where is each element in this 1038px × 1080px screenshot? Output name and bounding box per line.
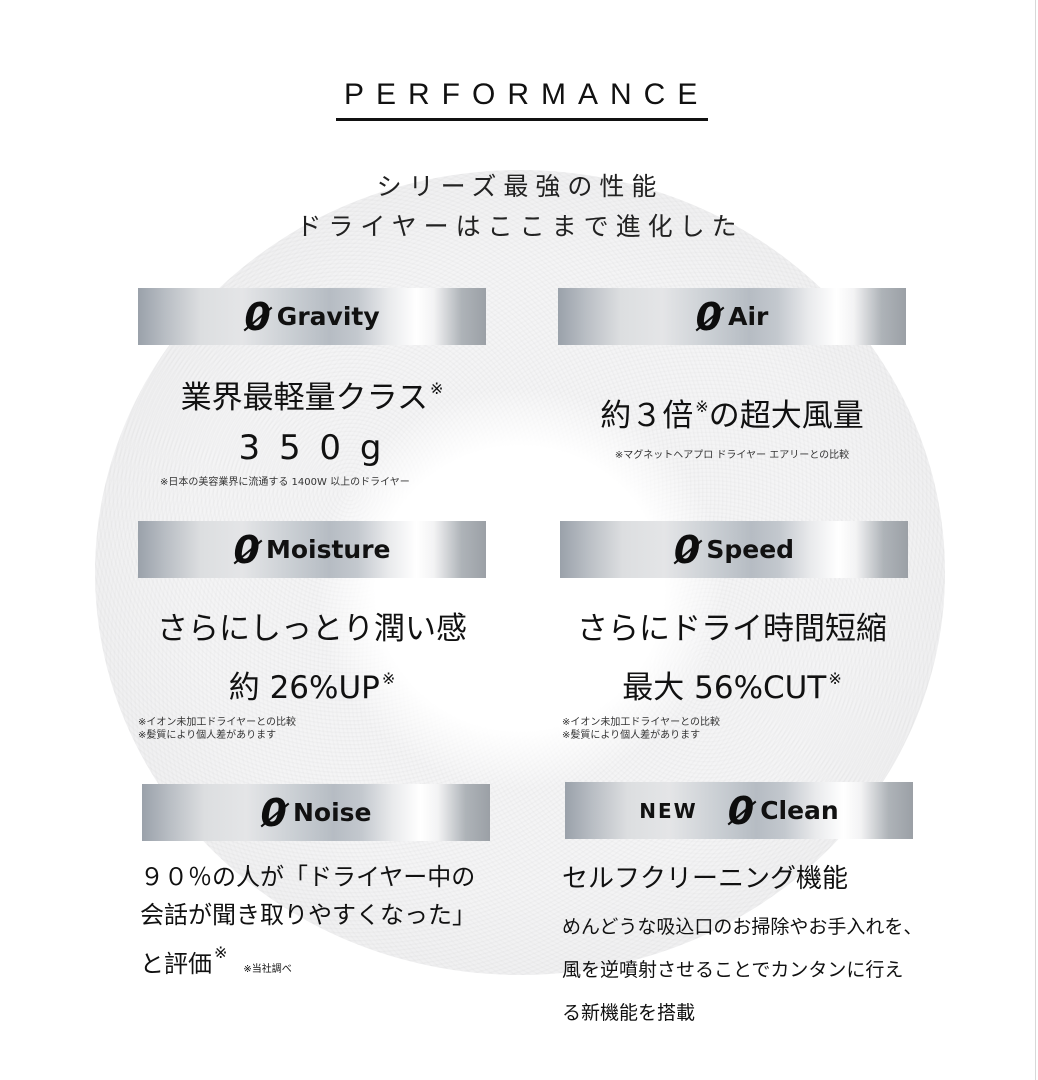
subtitle-line-2: ドライヤーはここまで進化した <box>296 212 744 241</box>
feature-label: Air <box>728 302 769 331</box>
zero-slash-icon: 0 <box>673 527 701 572</box>
clean-desc-line-3: る新機能を搭載 <box>562 1002 696 1024</box>
air-note: ※マグネットヘアプロ ドライヤー エアリーとの比較 <box>614 450 850 461</box>
air-headline-pre: 約３倍 <box>600 398 694 434</box>
moisture-notes: ※イオン未加工ドライヤーとの比較 ※髪質により個人差があります <box>138 716 296 742</box>
air-headline: 約３倍※の超大風量 <box>540 382 924 441</box>
zero-slash-icon: 0 <box>695 294 723 339</box>
gravity-banner: 0 Gravity <box>138 288 486 345</box>
clean-headline: セルフクリーニング機能 <box>562 864 849 894</box>
feature-label: Speed <box>706 535 795 564</box>
footnote-mark: ※ <box>214 943 228 962</box>
speed-banner: 0 Speed <box>560 521 908 578</box>
clean-banner: NEW 0 Clean <box>565 782 913 839</box>
clean-desc-line-2: 風を逆噴射させることでカンタンに行え <box>562 959 904 981</box>
subtitle-line-1: シリーズ最強の性能 <box>376 172 664 201</box>
footnote-mark: ※ <box>381 669 396 688</box>
moisture-headline-line-1: さらにしっとり潤い感 <box>157 611 467 647</box>
zero-slash-icon: 0 <box>260 790 287 835</box>
speed-note-2: ※髪質により個人差があります <box>562 730 701 741</box>
right-edge-divider <box>1035 0 1036 1080</box>
air-banner: 0 Air <box>558 288 906 345</box>
footnote-mark: ※ <box>429 379 444 398</box>
gravity-headline: 業界最軽量クラス※ 3 5 0 g <box>138 364 486 473</box>
noise-statement: ９０％の人が「ドライヤー中の 会話が聞き取りやすくなった」 と評価※ ※当社調べ <box>140 858 476 989</box>
moisture-note-2: ※髪質により個人差があります <box>138 730 277 741</box>
moisture-banner: 0 Moisture <box>138 521 486 578</box>
zero-slash-icon: 0 <box>244 294 271 339</box>
feature-label: Clean <box>760 796 839 825</box>
moisture-headline-line-2: 約 26%UP <box>228 670 380 706</box>
speed-note-1: ※イオン未加工ドライヤーとの比較 <box>562 717 720 728</box>
noise-line-3: と評価 <box>140 950 212 978</box>
footnote-mark: ※ <box>828 669 842 688</box>
moisture-note-1: ※イオン未加工ドライヤーとの比較 <box>138 717 296 728</box>
noise-line-1: ９０％の人が「ドライヤー中の <box>140 863 476 891</box>
air-headline-post: の超大風量 <box>708 398 864 434</box>
feature-label: Gravity <box>276 302 380 331</box>
section-title: PERFORMANCE <box>336 78 708 121</box>
noise-line-2: 会話が聞き取りやすくなった」 <box>140 901 476 929</box>
gravity-note: ※日本の美容業界に流通する 1400W 以上のドライヤー <box>160 477 410 488</box>
speed-headline-line-1: さらにドライ時間短縮 <box>577 611 887 647</box>
footnote-mark: ※ <box>695 397 709 416</box>
noise-banner: 0 Noise <box>142 784 490 841</box>
speed-headline: さらにドライ時間短縮 最大 56%CUT※ <box>540 604 924 713</box>
zero-slash-icon: 0 <box>233 527 260 572</box>
feature-label: Moisture <box>265 535 391 564</box>
new-badge: NEW <box>639 798 698 823</box>
clean-desc-line-1: めんどうな吸込口のお掃除やお手入れを、 <box>562 916 923 938</box>
gravity-weight: 3 5 0 g <box>238 428 386 468</box>
clean-description: めんどうな吸込口のお掃除やお手入れを、 風を逆噴射させることでカンタンに行え る… <box>562 906 922 1035</box>
speed-notes: ※イオン未加工ドライヤーとの比較 ※髪質により個人差があります <box>562 716 720 742</box>
speed-headline-line-2: 最大 56%CUT <box>622 670 827 706</box>
gravity-headline-text: 業界最軽量クラス <box>180 380 428 416</box>
noise-note: ※当社調べ <box>243 964 292 975</box>
moisture-headline: さらにしっとり潤い感 約 26%UP※ <box>120 604 504 713</box>
feature-label: Noise <box>292 798 372 827</box>
zero-slash-icon: 0 <box>727 788 755 833</box>
